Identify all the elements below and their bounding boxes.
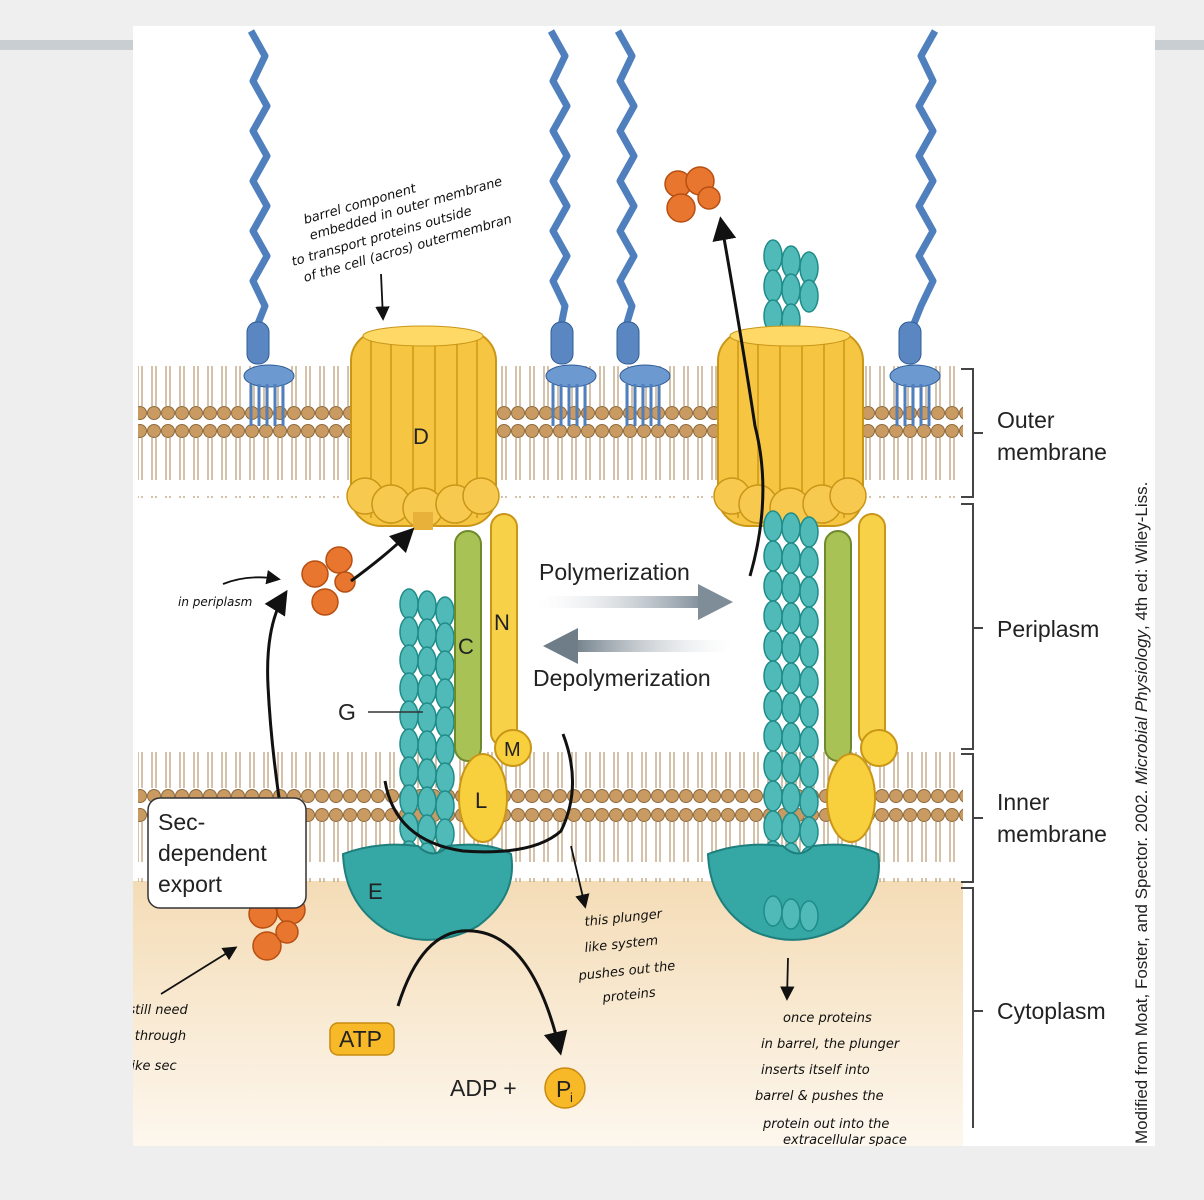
atp-label: ATP: [339, 1026, 382, 1052]
credit-publisher: , 4th ed: Wiley-Liss.: [1132, 482, 1151, 630]
polymerization-arrow: [538, 584, 733, 620]
cargo-protein-extracellular: [664, 166, 721, 223]
pi-subscript: i: [570, 1090, 573, 1105]
label-c: C: [458, 634, 474, 659]
protein-c-left: [454, 530, 482, 762]
secretin-barrel-d-right: [713, 325, 867, 529]
arrow-barrel-to-outside: [712, 216, 765, 577]
protein-m-left: [494, 729, 532, 767]
adp-label: ADP +: [450, 1075, 517, 1101]
sec-box-line-1: Sec-: [158, 809, 205, 835]
credit-book-title: Microbial Physiology: [1132, 628, 1151, 784]
handwritten-note-once: once proteins in barrel, the plunger ins…: [755, 1011, 907, 1148]
note-once-line-5: protein out into the: [762, 1117, 889, 1132]
note-once-line-1: once proteins: [783, 1011, 872, 1026]
polymerization-label: Polymerization: [539, 559, 690, 585]
note-once-line-4: barrel & pushes the: [755, 1089, 884, 1104]
note-once-line-3: inserts itself into: [761, 1063, 870, 1078]
pi-badge: [544, 1067, 586, 1109]
label-g: G: [338, 699, 356, 725]
cargo-protein-periplasm: [301, 546, 356, 616]
pi-label: P: [556, 1076, 571, 1102]
note-pointers: [160, 273, 795, 1001]
region-brackets: [961, 368, 983, 1128]
handwritten-note-barrel: barrel component embedded in outer membr…: [290, 174, 514, 285]
protein-m-right: [860, 729, 898, 767]
credit-text: Modified from Moat, Foster, and Spector.…: [1132, 785, 1151, 1144]
outer-membrane-label-2: membrane: [997, 439, 1107, 465]
note-once-line-6: extracellular space: [783, 1133, 907, 1146]
atpase-e-left: [341, 843, 513, 941]
protein-n-right: [858, 513, 886, 747]
inner-membrane-label-1: Inner: [997, 789, 1050, 815]
label-e: E: [368, 879, 383, 904]
sec-export-box: [147, 797, 307, 909]
label-l: L: [475, 788, 487, 813]
protein-l-left: [458, 753, 508, 843]
diagram-figure: Sec- dependent export D C N M L E G Poly…: [23, 26, 1155, 1148]
type-ii-secretion-diagram: Sec- dependent export D C N M L E G Poly…: [23, 29, 1151, 1148]
note-plunger-line-4: proteins: [601, 985, 657, 1006]
depolymerization-arrow: [543, 628, 733, 664]
note-once-line-2: in barrel, the plunger: [761, 1037, 901, 1052]
protein-c-right: [824, 530, 852, 762]
atpase-e-right: [706, 843, 880, 941]
lps-3: [614, 29, 671, 426]
inner-membrane-label-2: membrane: [997, 821, 1107, 847]
depolymerization-label: Depolymerization: [533, 665, 711, 691]
pilus-right-base: [763, 895, 819, 932]
sec-box-line-2: dependent: [158, 840, 267, 866]
note-periplasm: in periplasm: [178, 595, 252, 609]
periplasm-label: Periplasm: [997, 616, 1099, 642]
atp-badge: [329, 1022, 395, 1056]
sec-box-line-3: export: [158, 871, 223, 897]
outer-membrane-label-1: Outer: [997, 407, 1055, 433]
arrow-periplasm-to-barrel: [350, 527, 415, 583]
label-d: D: [413, 424, 429, 449]
cytoplasm-label: Cytoplasm: [997, 998, 1106, 1024]
lps-2: [545, 29, 597, 426]
plunger-curve: [383, 733, 575, 854]
pilus-g-left: [399, 588, 455, 906]
lps-4: [889, 29, 941, 426]
figure-credit: Modified from Moat, Foster, and Spector.…: [1132, 482, 1151, 1144]
note-proteins-line-2: to get inside cell through: [133, 1029, 186, 1044]
label-m: M: [504, 739, 521, 761]
lps-1: [243, 29, 295, 426]
label-n: N: [494, 610, 510, 635]
protein-l-right: [826, 753, 876, 843]
note-proteins-line-3: other systems, like sec: [133, 1059, 177, 1074]
pilus-right: [763, 239, 819, 337]
lps-molecules: [243, 29, 941, 426]
secretin-barrel-d-left: [346, 325, 500, 530]
arrow-atp-hydrolysis: [396, 929, 568, 1056]
